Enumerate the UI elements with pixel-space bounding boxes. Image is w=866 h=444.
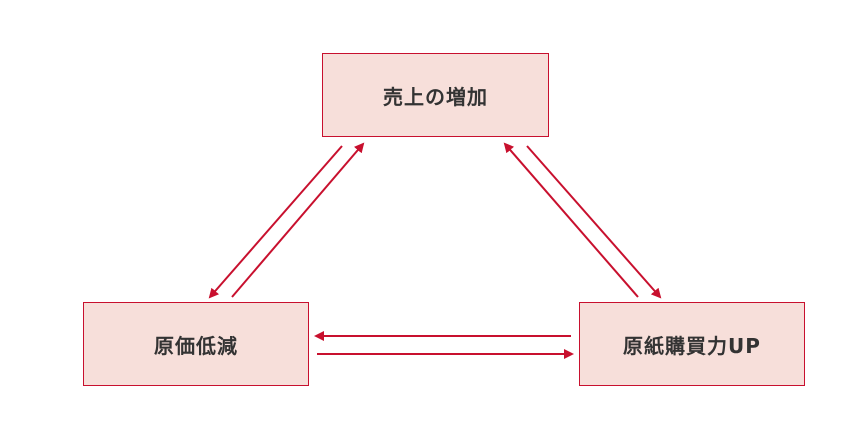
node-sales-increase: 売上の増加 — [322, 53, 549, 137]
node-cost-reduction: 原価低減 — [83, 302, 309, 386]
arrow-top-to-right — [526, 145, 662, 299]
arrow-right-to-top — [503, 142, 639, 298]
arrow-left-to-top — [231, 142, 365, 298]
node-label: 原紙購買力UP — [623, 333, 761, 358]
node-label: 原価低減 — [154, 333, 238, 358]
arrow-top-to-left — [208, 145, 343, 299]
node-purchasing-power: 原紙購買力UP — [579, 302, 805, 386]
node-label: 売上の増加 — [383, 84, 488, 109]
